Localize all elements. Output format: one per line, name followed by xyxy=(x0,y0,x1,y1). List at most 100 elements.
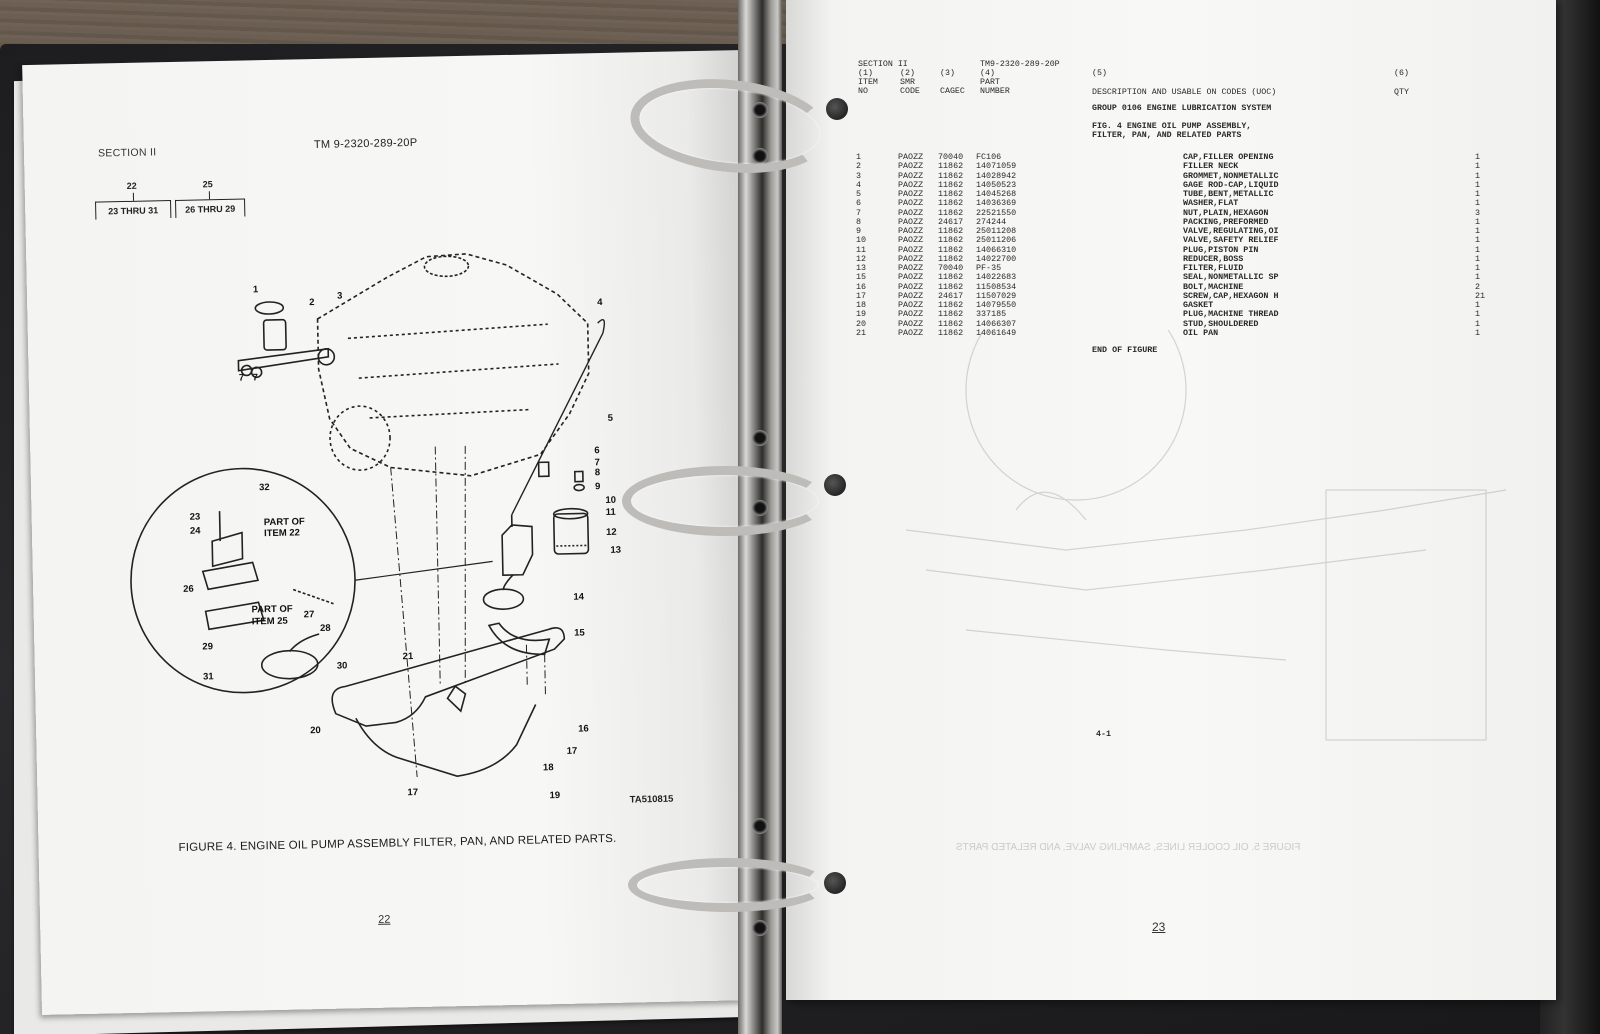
item-number: 13 xyxy=(856,263,867,273)
right-page[interactable]: FIGURE 5. OIL COOLER LINES, SAMPLING VAL… xyxy=(786,0,1556,1000)
col-header-desc-num: (5) xyxy=(1092,69,1107,78)
description: GAGE ROD-CAP,LIQUID xyxy=(1183,179,1279,190)
binder-ring-end xyxy=(824,872,846,894)
svg-text:12: 12 xyxy=(606,527,617,538)
quantity: 1 xyxy=(1475,272,1481,283)
binder-ring-bottom[interactable] xyxy=(628,858,828,912)
item-number: 2 xyxy=(856,161,862,172)
part-number: 14050523 xyxy=(976,179,1017,190)
item-number: 9 xyxy=(856,226,862,236)
item-number: 10 xyxy=(856,235,867,246)
figure-title-line1: FIG. 4 ENGINE OIL PUMP ASSEMBLY, xyxy=(1092,122,1252,131)
smr-code: PAOZZ xyxy=(898,216,924,227)
description: PLUG,PISTON PIN xyxy=(1183,244,1259,255)
description: STUD,SHOULDERED xyxy=(1183,318,1259,329)
page-number: 23 xyxy=(1152,920,1166,934)
cage-code: 11862 xyxy=(938,300,964,310)
page-reference: 4-1 xyxy=(1096,730,1111,739)
cage-code: 11862 xyxy=(938,161,964,172)
quantity: 1 xyxy=(1475,263,1481,273)
svg-text:19: 19 xyxy=(549,790,560,801)
description: TUBE,BENT,METALLIC xyxy=(1183,189,1274,199)
cage-code: 24617 xyxy=(938,216,964,227)
description: GROMMET,NONMETALLIC xyxy=(1183,170,1279,181)
col-header-qty-num: (6) xyxy=(1394,69,1409,78)
left-page[interactable]: SECTION II TM 9-2320-289-20P 22 23 THRU … xyxy=(22,50,764,1015)
part-number: 14061649 xyxy=(976,327,1017,338)
smr-code: PAOZZ xyxy=(898,272,924,283)
smr-code: PAOZZ xyxy=(898,290,924,301)
svg-text:10: 10 xyxy=(605,495,616,506)
rivet xyxy=(752,430,768,446)
description: BOLT,MACHINE xyxy=(1183,281,1244,292)
part-number: 274244 xyxy=(976,216,1007,227)
rivet xyxy=(752,148,768,164)
figure-caption: FIGURE 4. ENGINE OIL PUMP ASSEMBLY FILTE… xyxy=(178,832,617,855)
smr-code: PAOZZ xyxy=(898,161,924,172)
svg-text:32: 32 xyxy=(259,482,270,493)
cage-code: 11862 xyxy=(938,318,964,329)
bleed-through-drawing xyxy=(905,330,1507,741)
group-title: GROUP 0106 ENGINE LUBRICATION SYSTEM xyxy=(1092,104,1272,113)
svg-text:PART OF: PART OF xyxy=(264,516,305,528)
cage-code: 11862 xyxy=(938,189,964,199)
svg-text:3: 3 xyxy=(337,290,343,301)
smr-code: PAOZZ xyxy=(898,235,924,246)
description: VALVE,REGULATING,OI xyxy=(1183,226,1279,236)
svg-text:7: 7 xyxy=(239,373,245,384)
col-header-desc: DESCRIPTION AND USABLE ON CODES (UOC) xyxy=(1092,88,1277,97)
part-number: 11508534 xyxy=(976,281,1017,292)
quantity: 1 xyxy=(1475,309,1481,320)
binder-ring-end xyxy=(826,98,848,120)
svg-text:14: 14 xyxy=(573,591,585,602)
part-number: 25011208 xyxy=(976,226,1017,236)
svg-text:4: 4 xyxy=(597,297,603,308)
svg-text:PART OF: PART OF xyxy=(252,604,293,616)
part-number: 14036369 xyxy=(976,198,1017,209)
description: FILLER NECK xyxy=(1183,161,1239,172)
cage-code: 11862 xyxy=(938,244,964,255)
part-number: 14045268 xyxy=(976,189,1017,199)
smr-code: PAOZZ xyxy=(898,253,924,264)
binder-ring-middle[interactable] xyxy=(622,466,828,536)
item-number: 16 xyxy=(856,281,867,292)
part-number: 14028942 xyxy=(976,170,1017,181)
quantity: 2 xyxy=(1475,281,1481,292)
svg-text:20: 20 xyxy=(310,725,321,736)
smr-code: PAOZZ xyxy=(898,309,924,320)
svg-text:16: 16 xyxy=(578,723,589,734)
part-number: 11507029 xyxy=(976,290,1017,301)
callout-number: 22 xyxy=(126,180,137,191)
tm-number: TM 9-2320-289-20P xyxy=(313,136,418,152)
binder-ring-end xyxy=(824,474,846,496)
cage-code: 11862 xyxy=(938,327,964,338)
item-number: 21 xyxy=(856,327,867,338)
bleed-through-caption: FIGURE 5. OIL COOLER LINES, SAMPLING VAL… xyxy=(956,842,1301,853)
cage-code: 24617 xyxy=(938,290,964,301)
item-number: 3 xyxy=(856,170,862,181)
cage-code: 11862 xyxy=(938,281,964,292)
description: PLUG,MACHINE THREAD xyxy=(1183,309,1279,320)
svg-text:30: 30 xyxy=(337,660,348,671)
smr-code: PAOZZ xyxy=(898,327,924,338)
col-header-qty: QTY xyxy=(1394,88,1409,97)
svg-text:15: 15 xyxy=(574,627,586,638)
col-header-item: (1) ITEM NO xyxy=(858,69,878,96)
item-number: 19 xyxy=(856,309,867,320)
smr-code: PAOZZ xyxy=(898,226,924,236)
cage-code: 11862 xyxy=(938,207,964,218)
part-number: 14022700 xyxy=(976,253,1017,264)
description: REDUCER,BOSS xyxy=(1183,253,1244,264)
svg-text:27: 27 xyxy=(304,609,315,620)
svg-text:23: 23 xyxy=(190,511,201,522)
